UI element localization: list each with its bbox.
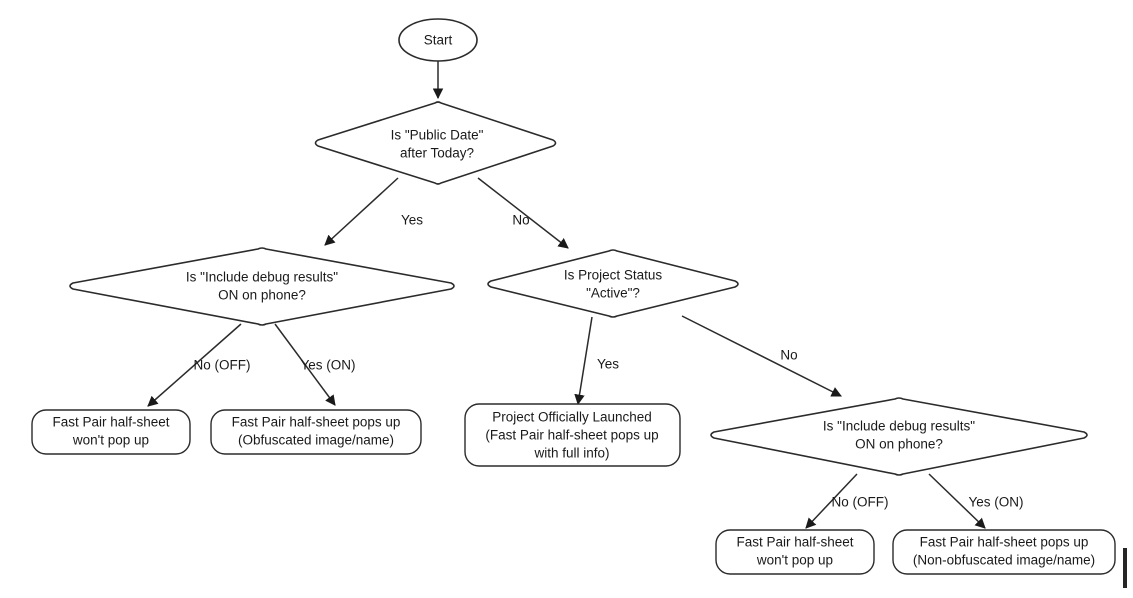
public-date-line-2: after Today? [400,146,474,161]
node-outcome-project-launched[interactable]: Project Officially Launched (Fast Pair h… [464,403,681,467]
edge-label-public-date-yes: Yes [401,213,423,228]
node-outcome-right-no-popup[interactable]: Fast Pair half-sheet won't pop up [715,529,875,575]
edge-label-project-status-yes: Yes [597,357,619,372]
edge-label-debug-left-off: No (OFF) [194,358,251,373]
edge-label-project-status-no: No [780,348,797,363]
edge-project-status-no [681,315,842,397]
outcome-project-launched-line-1: Project Officially Launched [492,410,652,425]
project-status-diamond [487,249,739,318]
node-start[interactable]: Start [398,18,478,62]
include-debug-right-diamond [710,397,1088,476]
outcome-project-launched-line-2: (Fast Pair half-sheet pops up [485,428,658,443]
outcome-right-no-popup-line-2: won't pop up [756,553,833,568]
outcome-right-no-popup-box [715,529,875,575]
edge-debug-left-off [147,323,242,407]
public-date-diamond [314,101,557,185]
start-label: Start [424,33,453,48]
edge-debug-left-on [274,323,336,406]
edge-layer: Yes No No (OFF) Yes (ON) Yes No No (OFF)… [147,61,1024,529]
edge-debug-right-off [805,473,858,529]
edge-public-date-no [477,177,569,249]
project-status-line-2: "Active"? [586,286,640,301]
include-debug-left-line-1: Is "Include debug results" [186,270,338,285]
node-outcome-left-no-popup[interactable]: Fast Pair half-sheet won't pop up [31,409,191,455]
node-include-debug-right-decision[interactable]: Is "Include debug results" ON on phone? [710,397,1088,476]
outcome-right-no-popup-line-1: Fast Pair half-sheet [736,535,853,550]
node-project-status-decision[interactable]: Is Project Status "Active"? [487,249,739,318]
edge-debug-right-on [928,473,986,529]
include-debug-left-line-2: ON on phone? [218,288,306,303]
include-debug-right-line-1: Is "Include debug results" [823,419,975,434]
outcome-left-obfuscated-line-2: (Obfuscated image/name) [238,433,394,448]
outcome-project-launched-line-3: with full info) [533,446,609,461]
node-public-date-decision[interactable]: Is "Public Date" after Today? [314,101,557,185]
edge-label-public-date-no: No [512,213,529,228]
outcome-left-no-popup-line-2: won't pop up [72,433,149,448]
edge-project-status-yes [574,316,593,406]
edge-label-debug-left-on: Yes (ON) [300,358,355,373]
outcome-left-no-popup-line-1: Fast Pair half-sheet [52,415,169,430]
outcome-right-non-obfuscated-line-2: (Non-obfuscated image/name) [913,553,1095,568]
include-debug-right-line-2: ON on phone? [855,437,943,452]
page-edge-artifact [1123,548,1127,588]
public-date-line-1: Is "Public Date" [391,128,484,143]
outcome-right-non-obfuscated-line-1: Fast Pair half-sheet pops up [920,535,1089,550]
edge-label-debug-right-off: No (OFF) [832,495,889,510]
outcome-project-launched-box [464,403,681,467]
outcome-right-non-obfuscated-box [892,529,1116,575]
start-ellipse [398,18,478,62]
edge-label-debug-right-on: Yes (ON) [968,495,1023,510]
include-debug-left-diamond [69,247,455,326]
node-outcome-right-non-obfuscated[interactable]: Fast Pair half-sheet pops up (Non-obfusc… [892,529,1116,575]
outcome-left-obfuscated-line-1: Fast Pair half-sheet pops up [232,415,401,430]
project-status-line-1: Is Project Status [564,268,663,283]
outcome-left-no-popup-box [31,409,191,455]
outcome-left-obfuscated-box [210,409,422,455]
node-include-debug-left-decision[interactable]: Is "Include debug results" ON on phone? [69,247,455,326]
node-outcome-left-obfuscated[interactable]: Fast Pair half-sheet pops up (Obfuscated… [210,409,422,455]
edge-public-date-yes [324,177,399,246]
